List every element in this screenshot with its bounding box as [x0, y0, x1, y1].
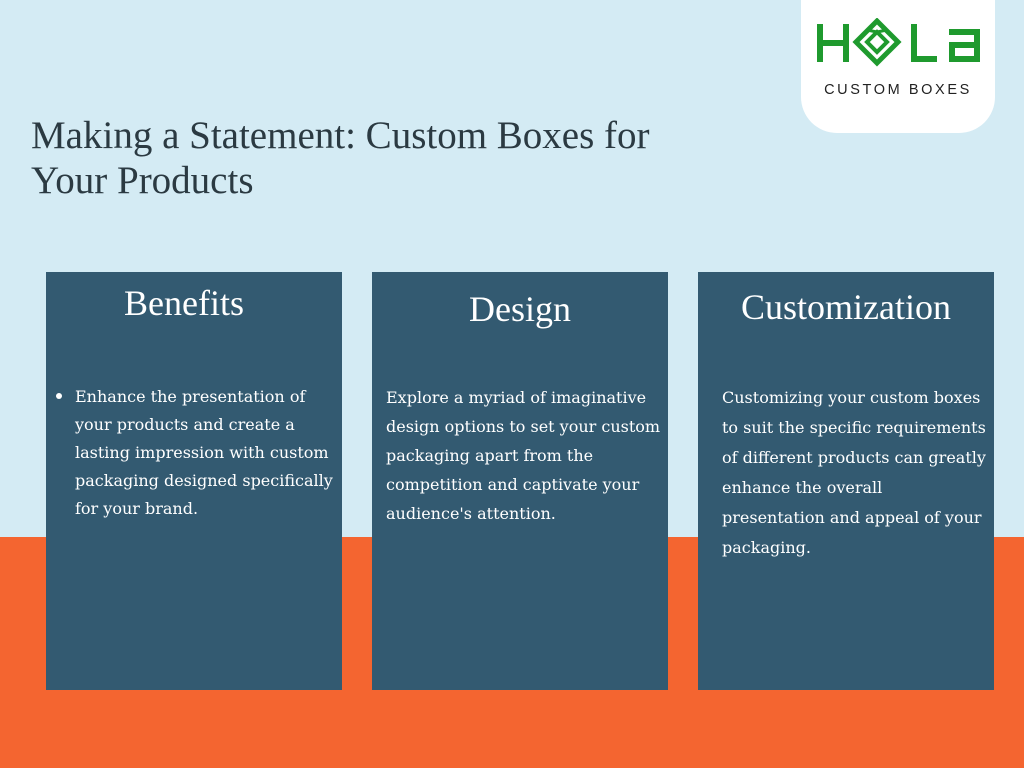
card-title: Design — [469, 289, 571, 329]
benefits-list: Enhance the presentation of your product… — [56, 383, 337, 523]
page-title: Making a Statement: Custom Boxes for You… — [31, 113, 811, 203]
logo-subtitle: CUSTOM BOXES — [824, 82, 972, 98]
hola-logo-wordmark — [817, 18, 980, 67]
card-title: Benefits — [124, 283, 244, 323]
list-item: Enhance the presentation of your product… — [56, 383, 337, 523]
list-item-text: Enhance the presentation of your product… — [75, 387, 333, 518]
page-title-line1: Making a Statement: Custom Boxes for — [31, 114, 650, 157]
logo-card: CUSTOM BOXES — [801, 0, 995, 133]
card-body: Enhance the presentation of your product… — [56, 383, 337, 523]
card-title: Customization — [741, 287, 951, 327]
card-body: Customizing your custom boxes to suit th… — [722, 388, 986, 557]
bullet-icon — [56, 393, 62, 399]
box-icon — [852, 18, 902, 67]
card-body: Explore a myriad of imaginative design o… — [386, 388, 661, 523]
card-benefits: Benefits Enhance the presentation of you… — [46, 272, 342, 690]
card-customization: Customization Customizing your custom bo… — [698, 272, 994, 690]
page-title-line2: Your Products — [31, 159, 254, 202]
card-design: Design Explore a myriad of imaginative d… — [372, 272, 668, 690]
